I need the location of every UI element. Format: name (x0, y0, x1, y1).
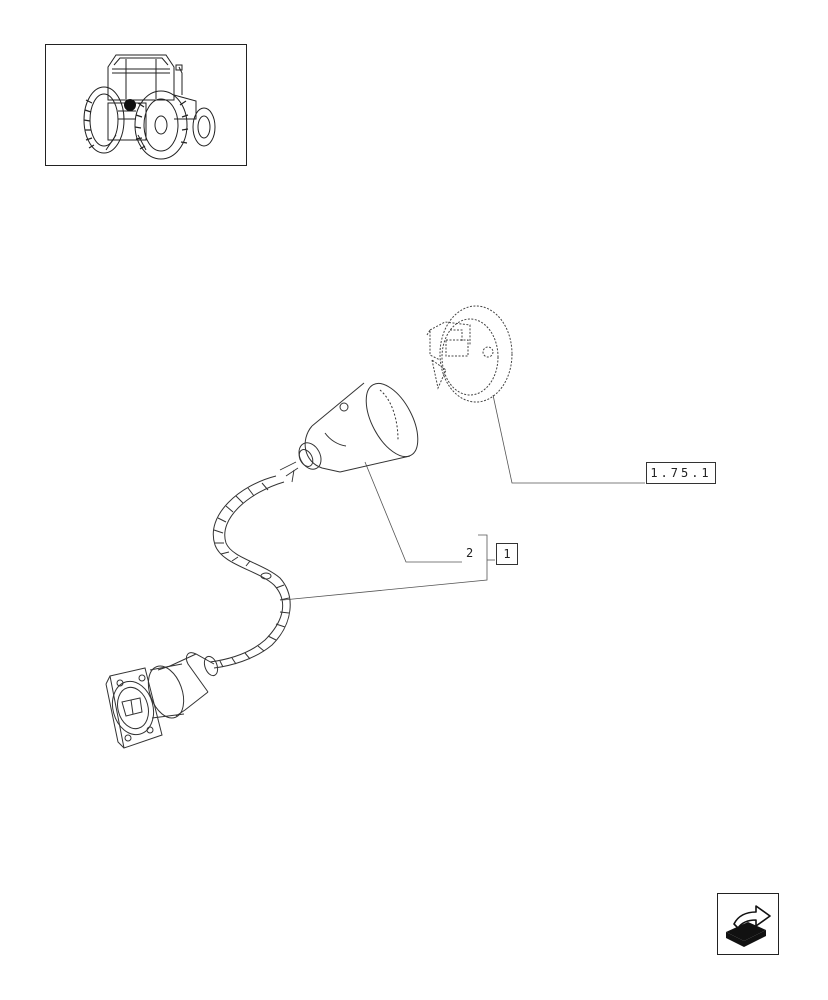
leader-line-item-2-cable (282, 534, 488, 601)
reference-box-1-75-1[interactable]: 1.75.1 (646, 462, 716, 484)
next-page-arrow-icon (726, 905, 771, 947)
leader-line-1751 (492, 394, 645, 484)
socket-body (298, 382, 419, 473)
socket-wires (279, 461, 299, 483)
flange-connector (105, 652, 219, 749)
leader-line-item-2 (364, 461, 462, 563)
tractor-icon (83, 54, 216, 160)
next-page-button[interactable] (717, 893, 779, 955)
reference-socket-mount (426, 305, 513, 403)
reference-box-1[interactable]: 1 (496, 543, 518, 565)
spiral-cable (209, 475, 291, 669)
leader-lines (282, 394, 645, 601)
tractor-thumbnail (45, 44, 247, 166)
callout-item-2: 2 (466, 546, 474, 560)
